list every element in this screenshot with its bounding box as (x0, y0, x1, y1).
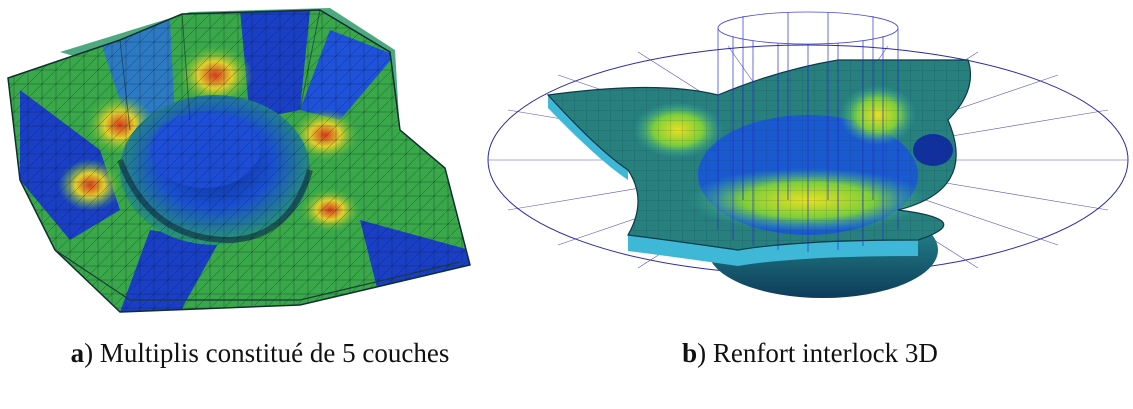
caption-b-text: Renfort interlock 3D (706, 338, 938, 368)
caption-a-text: Multiplis constitué de 5 couches (93, 338, 450, 368)
caption-b-letter: b (682, 338, 698, 368)
panel-a-image (0, 0, 500, 315)
caption-b: b) Renfort interlock 3D (620, 338, 1000, 368)
interlock-simulation-render (487, 11, 1129, 298)
panel-b-image (478, 0, 1133, 315)
multiply-simulation-render (7, 8, 471, 313)
caption-b-paren: ) (697, 338, 707, 368)
caption-a-letter: a (70, 338, 85, 368)
caption-a-paren: ) (84, 338, 94, 368)
caption-a: a) Multiplis constitué de 5 couches (60, 338, 460, 368)
